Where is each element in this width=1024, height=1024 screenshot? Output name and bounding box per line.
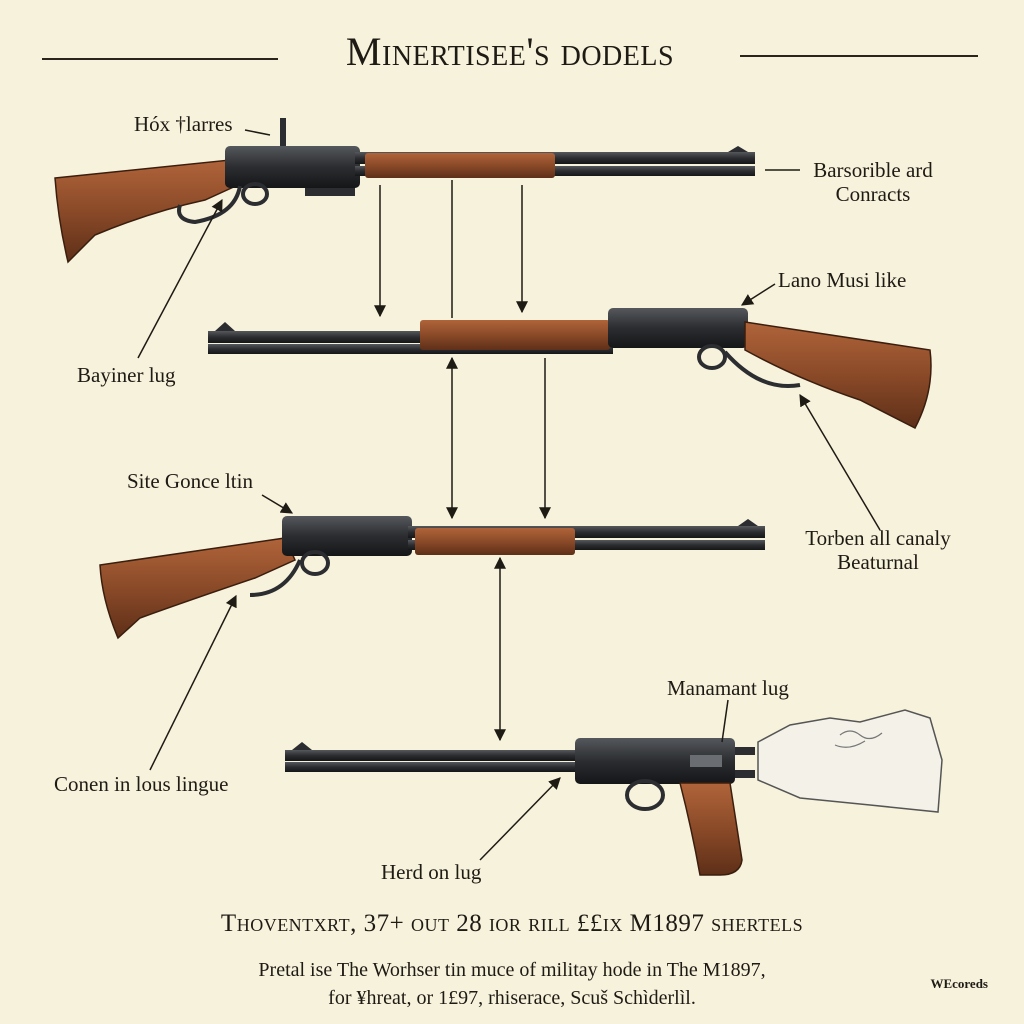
label-manamant-lug: Manamant lug (667, 676, 789, 700)
label-bayiner-lug: Bayiner lug (77, 363, 176, 387)
rifle-1 (54, 118, 755, 264)
label-torben-line1: Torben all canaly (805, 526, 951, 550)
label-site-gonce: Site Gonce ltin (127, 469, 253, 493)
title-rule-left (42, 58, 278, 60)
label-hox-flarres: Hóx †larres (134, 112, 233, 136)
label-leaders (137, 129, 881, 861)
page-title: Minertisee's dodels (345, 29, 675, 74)
caption-body-line1: Pretal ise The Worhser tin muce of milit… (258, 959, 766, 981)
rifle-3 (99, 516, 765, 640)
caption-body: Pretal ise The Worhser tin muce of milit… (0, 956, 1024, 1012)
connector-arrows (374, 180, 551, 742)
rifle-2 (208, 308, 932, 430)
caption-heading: Thoventxrt, 37+ out 28 ior rill ££ix M18… (220, 910, 804, 937)
title-rule-right (740, 55, 978, 57)
label-barsorible: Barsorible ard Conracts (798, 158, 948, 206)
label-conen-lous: Conen in lous lingue (54, 772, 229, 796)
label-barsorible-line2: Conracts (835, 182, 911, 206)
label-torben-line2: Beaturnal (837, 550, 919, 574)
watermark: WEcoreds (930, 976, 988, 991)
label-barsorible-line1: Barsorible ard (813, 158, 933, 182)
caption-body-line2: for ¥hreat, or 1£97, rhiserace, Scuš Sch… (328, 987, 696, 1009)
rifle-4 (285, 709, 943, 876)
label-torben: Torben all canaly Beaturnal (790, 526, 966, 574)
label-lano-musi: Lano Musi like (778, 268, 907, 292)
label-herd-on-lug: Herd on lug (381, 860, 482, 884)
